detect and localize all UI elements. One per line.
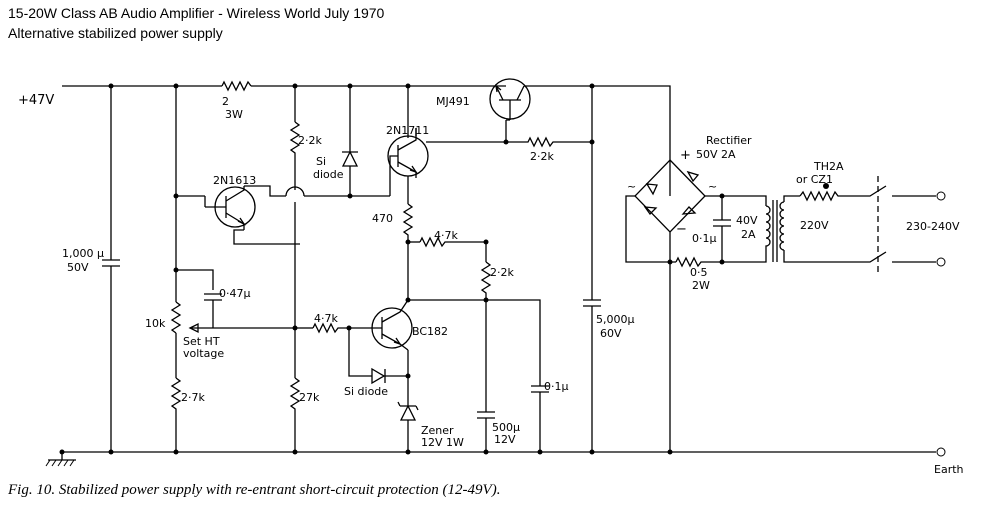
c047-capacitor [204,293,222,328]
si-diode-top [341,86,359,196]
th2a-l1: TH2A [814,160,844,173]
r2-resistor [221,80,252,92]
wire-si-diode-low [348,328,372,377]
r22k-top-resistor [289,121,301,186]
2n1613-label: 2N1613 [213,174,257,187]
c01-mid-label: 0·1µ [544,380,569,393]
r2-value: 2 [222,95,229,108]
si-diode-low [371,367,408,385]
tr-secondary-l2: 2A [741,228,756,241]
transistor-mj491 [489,78,531,121]
r27k-label: 27k [299,391,320,404]
transformer [722,195,836,263]
r27k-left-resistor [170,377,182,452]
bridge-rectifier [634,159,706,233]
c01-mid-capacitor [531,385,549,452]
c500-capacitor [477,411,495,452]
r05-power: 2W [692,279,710,292]
zener-l1: Zener [421,424,454,437]
mains-switch [836,176,946,272]
si-diode-top-l1: Si [316,155,327,168]
pot-label-l1: Set HT [183,335,220,348]
2n1711-label: 2N1711 [386,124,430,137]
rectifier-l2: 50V 2A [696,148,736,161]
zener-l2: 12V 1W [421,436,464,449]
pot-label-l2: voltage [183,347,225,360]
si-diode-low-label: Si diode [344,385,389,398]
mains-label: 230-240V [906,220,960,233]
zener-diode [397,401,419,452]
r22k-mid-label: 2·2k [490,266,514,279]
diagram-subtitle: Alternative stabilized power supply [8,25,223,41]
r27k-resistor [289,377,301,452]
r470-resistor [402,203,414,300]
rect-tilde-right: ~ [708,180,718,193]
rectifier-l1: Rectifier [706,134,752,147]
r47k-left-resistor [312,322,349,334]
supply-label: +47V [18,93,55,108]
r05-resistor [675,256,722,268]
wire-pot-top [175,196,214,290]
r27k-left-label: 2·7k [181,391,205,404]
wire-bc182-collector [408,299,541,386]
diagram-title: 15-20W Class AB Audio Amplifier - Wirele… [8,5,385,21]
r22k-right-label: 2·2k [530,150,554,163]
c047-label: 0·47µ [219,287,251,300]
si-diode-top-l2: diode [313,168,344,181]
transistor-2n1613 [204,185,300,245]
transistor-bc182 [349,299,413,351]
r05-value: 0·5 [690,266,708,279]
rect-minus: − [676,222,687,237]
figure-caption: Fig. 10. Stabilized power supply with re… [8,482,501,498]
c5000-voltage: 60V [600,327,622,340]
th2a-l2: or CZ1 [796,173,833,186]
c1000-capacitor [102,86,120,452]
rect-tilde-left: ~ [627,180,637,193]
r22k-mid-resistor [480,261,492,300]
c5000-capacitor [583,86,601,452]
r22k-top-label: 2·2k [298,134,322,147]
r47k-mid-label: 4·7k [434,229,458,242]
c1000-voltage: 50V [67,261,89,274]
c500-voltage: 12V [494,433,516,446]
wire-rect-left [625,195,676,263]
c01-rect-capacitor [713,219,731,262]
earth-terminal [936,447,946,457]
mj491-label: MJ491 [436,95,470,108]
r47k-left-label: 4·7k [314,312,338,325]
r47k-mid-resistor [419,236,486,248]
pot-10k [170,301,300,378]
rect-plus: + [680,148,691,163]
c01-rect-label: 0·1µ [692,232,717,245]
earth-label: Earth [934,463,964,476]
c500-value: 500µ [492,421,520,434]
c1000-value: 1,000 µ [62,247,104,260]
tr-primary: 220V [800,219,829,232]
c5000-value: 5,000µ [596,313,635,326]
tr-secondary-l1: 40V [736,214,758,227]
pot-value: 10k [145,317,166,330]
bc182-label: BC182 [412,325,449,338]
r2-power: 3W [225,108,243,121]
r22k-right-resistor [506,136,592,148]
th2a-thermistor [799,183,850,202]
r470-label: 470 [372,212,393,225]
